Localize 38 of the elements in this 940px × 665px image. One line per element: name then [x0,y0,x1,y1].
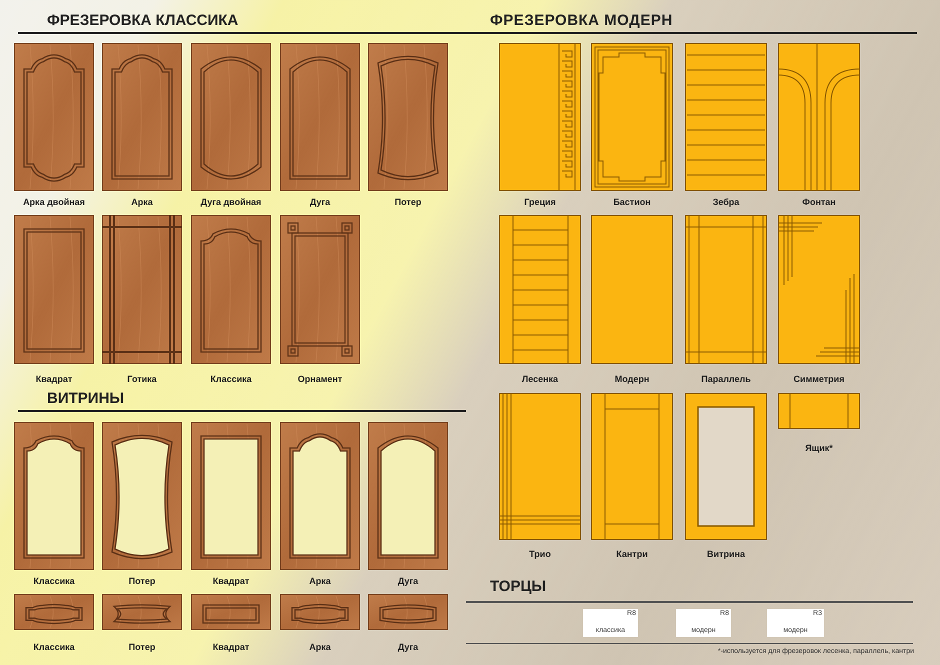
edge-profile-card [767,609,824,637]
item-caption: Фонтан [801,197,837,208]
item-caption: Орнамент [296,374,344,385]
item-caption: Ящик* [804,443,834,454]
item-caption: Арка [130,197,154,208]
item-caption: Арка [308,576,332,587]
item-caption: Дуга двойная [200,197,262,208]
item-caption: Греция [523,197,557,208]
item-caption: Классика [32,642,76,653]
item-caption: Арка [308,642,332,653]
item-caption: Лесенка [520,374,560,385]
item-caption: Квадрат [212,576,250,587]
item-caption: Модерн [614,374,650,385]
item-caption: Кантри [615,549,649,560]
item-caption: Бастион [612,197,652,208]
item-caption: Арка двойная [22,197,86,208]
section-heading: ВИТРИНЫ [47,389,124,409]
section-heading: ФРЕЗЕРОВКА МОДЕРН [490,11,673,31]
item-caption: Зебра [712,197,740,208]
item-caption: Потер [128,576,156,587]
item-caption: Трио [528,549,552,560]
item-caption: Квадрат [34,374,74,385]
item-caption: Классика [32,576,76,587]
edge-profile-card [676,609,731,637]
item-caption: Квадрат [212,642,250,653]
item-caption: Дуга [308,197,332,208]
edge-profile-card [583,609,638,637]
item-caption: Готика [126,374,158,385]
item-caption: Параллель [700,374,752,385]
item-caption: Классика [209,374,253,385]
item-caption: Потер [128,642,156,653]
section-heading: ФРЕЗЕРОВКА КЛАССИКА [47,11,238,31]
item-caption: Дуга [396,642,420,653]
section-heading: ТОРЦЫ [490,577,546,597]
item-caption: Потер [394,197,422,208]
item-caption: Дуга [396,576,420,587]
item-caption: Витрина [706,549,746,560]
item-caption: Симметрия [792,374,846,385]
